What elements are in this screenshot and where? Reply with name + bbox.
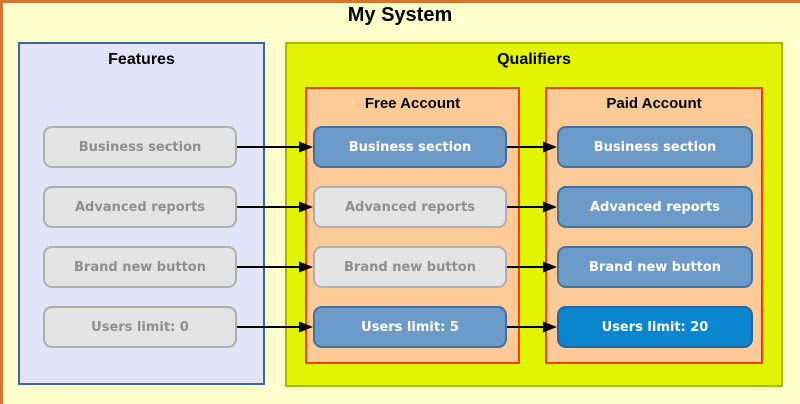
account-box-label: Business section — [593, 139, 717, 155]
paid-account-box-business-section: Business section — [557, 126, 753, 168]
feature-box-label: Business section — [78, 139, 202, 155]
qualifiers-panel-title: Qualifiers — [497, 51, 571, 68]
paid-account-box-users-limit: Users limit: 20 — [557, 306, 753, 348]
account-box-label: Advanced reports — [589, 199, 721, 215]
paid-account-box-advanced-reports: Advanced reports — [557, 186, 753, 228]
feature-box-advanced-reports: Advanced reports — [43, 186, 237, 228]
account-box-label: Brand new button — [344, 259, 476, 275]
account-box-label: Brand new button — [589, 259, 721, 275]
feature-box-label: Users limit: 0 — [91, 319, 189, 335]
feature-box-business-section: Business section — [43, 126, 237, 168]
account-box-label: Users limit: 5 — [361, 319, 459, 335]
free-account-box-brand-new-button: Brand new button — [313, 246, 507, 288]
account-box-label: Business section — [348, 139, 472, 155]
feature-box-label: Advanced reports — [74, 199, 206, 215]
feature-box-label: Brand new button — [74, 259, 206, 275]
free-account-title: Free Account — [364, 95, 461, 112]
diagram-title: My System — [347, 4, 453, 26]
features-panel: Features Business section Advanced repor… — [18, 42, 265, 385]
features-panel-title: Features — [108, 51, 175, 68]
free-account-panel: Free Account Business section Advanced r… — [305, 87, 520, 364]
paid-account-panel: Paid Account Business section Advanced r… — [545, 87, 763, 364]
free-account-box-users-limit: Users limit: 5 — [313, 306, 507, 348]
feature-box-brand-new-button: Brand new button — [43, 246, 237, 288]
qualifiers-panel: Qualifiers Free Account Business section… — [285, 42, 783, 387]
free-account-box-advanced-reports: Advanced reports — [313, 186, 507, 228]
paid-account-title: Paid Account — [606, 95, 702, 112]
free-account-box-business-section: Business section — [313, 126, 507, 168]
feature-box-users-limit: Users limit: 0 — [43, 306, 237, 348]
account-box-label: Users limit: 20 — [601, 319, 709, 335]
paid-account-box-brand-new-button: Brand new button — [557, 246, 753, 288]
account-box-label: Advanced reports — [344, 199, 476, 215]
